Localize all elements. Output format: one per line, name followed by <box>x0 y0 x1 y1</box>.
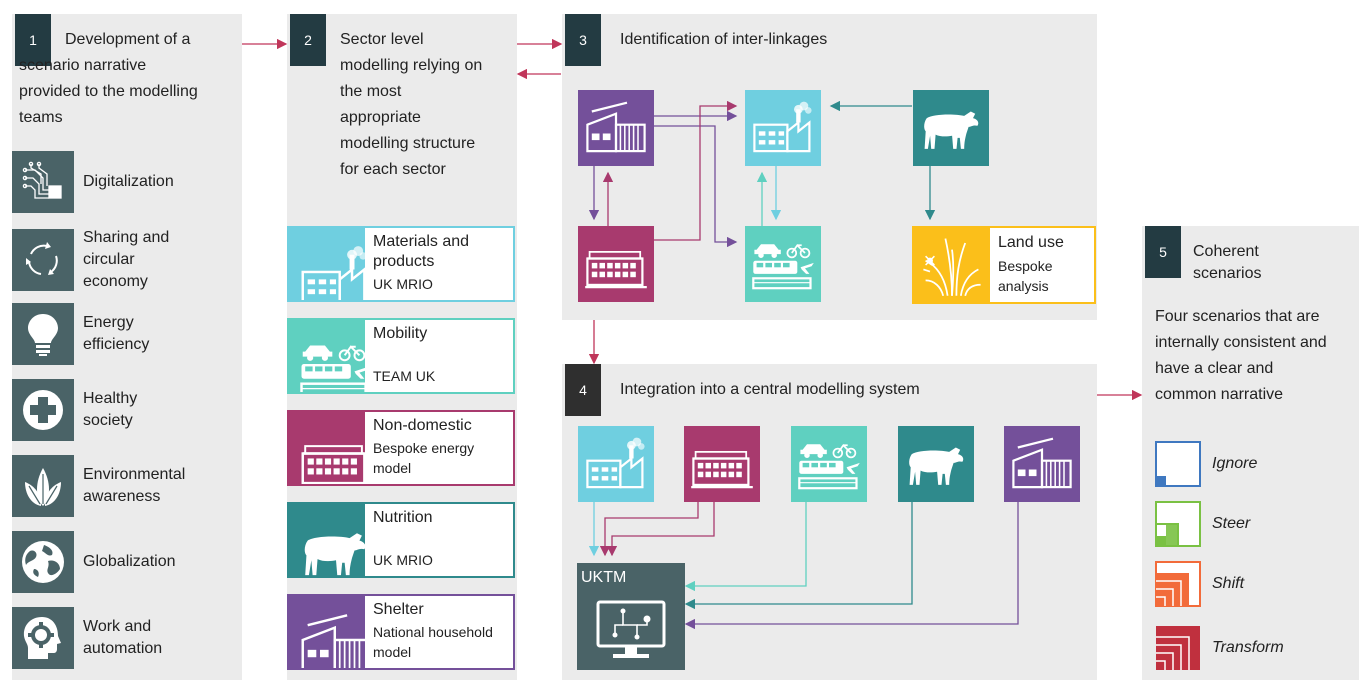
house-icon <box>1009 436 1075 492</box>
tile-materials <box>745 90 821 166</box>
scenario-ignore: Ignore <box>1155 441 1257 487</box>
tile-nutrition <box>898 426 974 502</box>
step-number-5: 5 <box>1145 226 1181 278</box>
house-icon <box>289 596 365 668</box>
tile-non-domestic <box>684 426 760 502</box>
panel5-description: Four scenarios that are internally consi… <box>1155 308 1327 403</box>
tile-mobility <box>791 426 867 502</box>
scenario-label: Transform <box>1212 639 1284 656</box>
tile-nutrition <box>913 90 989 166</box>
driver-label: Environmental awareness <box>83 466 186 505</box>
tile-mobility <box>745 226 821 302</box>
driver-sharing: Sharing and circular economy <box>12 227 193 293</box>
sector-model: UK MRIO <box>373 276 433 292</box>
commercial-building-icon <box>289 412 365 484</box>
transport-icon <box>750 236 816 292</box>
cow-icon <box>289 504 365 576</box>
grass-icon <box>914 228 990 302</box>
driver-environmental-awareness: Environmental awareness <box>12 455 203 517</box>
circular-arrows-icon <box>12 229 74 291</box>
panel1-title-rest: scenario narrative provided to the model… <box>19 57 198 126</box>
lightbulb-icon <box>12 303 74 365</box>
scenario-label: Shift <box>1212 575 1245 592</box>
scenario-transform: Transform <box>1155 625 1284 671</box>
uktm-label: UKTM <box>581 569 627 586</box>
land-use-model: Bespoke analysis <box>998 258 1053 294</box>
driver-digitalization: Digitalization <box>12 151 174 213</box>
step-number-4: 4 <box>565 364 601 416</box>
sector-name: Materials and products <box>373 233 470 270</box>
cow-icon <box>918 100 984 156</box>
driver-globalization: Globalization <box>12 531 176 593</box>
transport-icon <box>796 436 862 492</box>
sector-name: Non-domestic <box>373 417 472 434</box>
panel1-title-line1: Development of a <box>65 31 191 48</box>
tile-materials <box>578 426 654 502</box>
driver-label: Work and automation <box>83 618 163 657</box>
tile-shelter <box>578 90 654 166</box>
commercial-building-icon <box>689 436 755 492</box>
factory-icon <box>289 228 365 300</box>
tile-land-use: Land use Bespoke analysis <box>912 226 1096 304</box>
tile-non-domestic <box>578 226 654 302</box>
sector-model: Bespoke energy model <box>373 440 475 476</box>
step-number-1: 1 <box>15 14 51 66</box>
factory-icon <box>583 436 649 492</box>
step-number-2: 2 <box>290 14 326 66</box>
scenario-shift: Shift <box>1155 561 1244 607</box>
scenario-label: Ignore <box>1212 455 1258 472</box>
land-use-name: Land use <box>998 234 1064 251</box>
circuit-chip-icon <box>12 151 74 213</box>
transport-icon <box>289 320 365 392</box>
panel4-title: Integration into a central modelling sys… <box>620 381 920 398</box>
scenario-label: Steer <box>1212 515 1251 532</box>
driver-energy-efficiency: Energy efficiency <box>12 303 173 365</box>
driver-label: Healthy society <box>83 390 138 429</box>
sector-model: National household model <box>373 624 493 660</box>
cow-icon <box>903 436 969 492</box>
driver-healthy-society: Healthy society <box>12 379 173 441</box>
steer-scenario-icon <box>1155 501 1201 547</box>
driver-label: Energy efficiency <box>83 314 150 353</box>
sector-model: UK MRIO <box>373 552 433 568</box>
shift-scenario-icon <box>1155 561 1201 607</box>
head-gear-icon <box>12 607 74 669</box>
uktm-box: UKTM <box>577 563 685 670</box>
sector-name: Shelter <box>373 601 424 618</box>
panel5-title: Coherent scenarios <box>1193 243 1262 282</box>
sector-model: TEAM UK <box>373 368 436 384</box>
tile-shelter <box>1004 426 1080 502</box>
driver-label: Sharing and circular economy <box>83 229 170 290</box>
computer-monitor-icon <box>596 600 666 658</box>
medical-cross-icon <box>12 379 74 441</box>
transform-scenario-icon <box>1156 626 1200 670</box>
house-icon <box>583 100 649 156</box>
sector-materials: Materials and products UK MRIO <box>287 226 515 302</box>
leaves-icon <box>12 455 74 517</box>
driver-work-automation: Work and automation <box>12 607 183 669</box>
panel2-title-rest: modelling relying on the most appropriat… <box>340 57 483 178</box>
driver-label: Digitalization <box>83 173 174 190</box>
sector-nutrition: Nutrition UK MRIO <box>287 502 515 578</box>
scenario-steer: Steer <box>1155 501 1250 547</box>
factory-icon <box>750 100 816 156</box>
panel3-title: Identification of inter-linkages <box>620 31 828 48</box>
ignore-scenario-icon <box>1155 441 1201 487</box>
sector-name: Mobility <box>373 325 428 342</box>
sector-name: Nutrition <box>373 509 433 526</box>
driver-label: Globalization <box>83 553 176 570</box>
commercial-building-icon <box>583 236 649 292</box>
panel2-title-line1: Sector level <box>340 31 424 48</box>
step-number-3: 3 <box>565 14 601 66</box>
globe-icon <box>12 531 74 593</box>
